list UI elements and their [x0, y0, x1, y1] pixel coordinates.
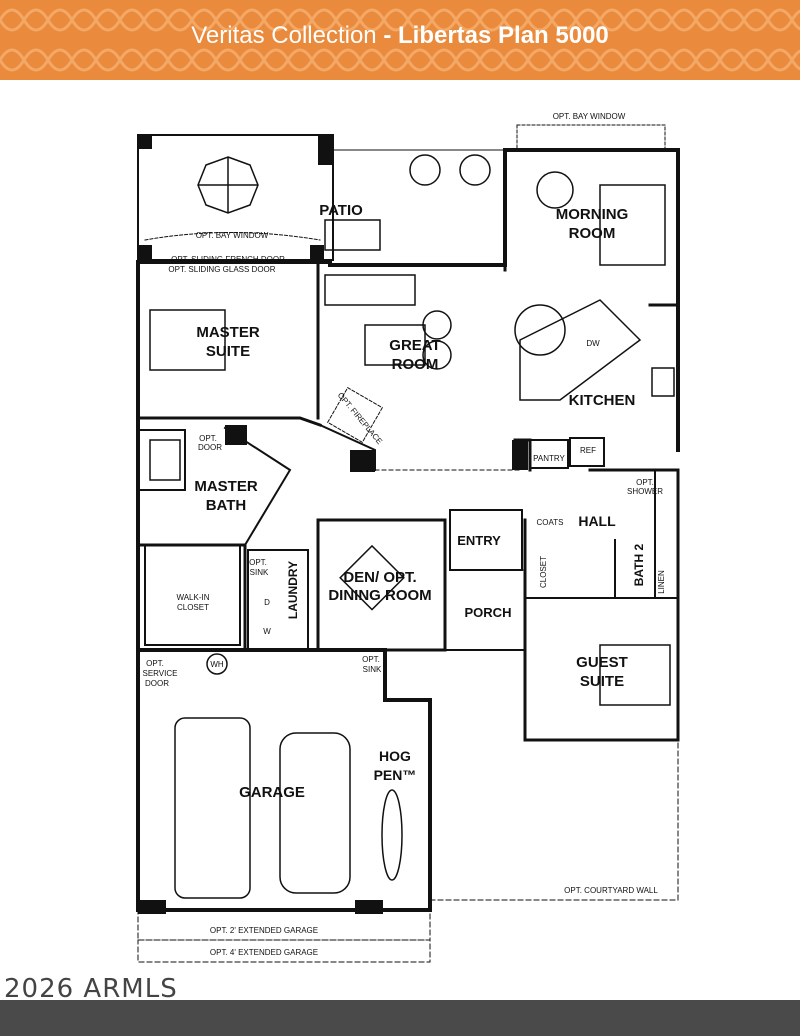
label-master-suite-1: MASTER	[196, 324, 260, 341]
label-walk-in-closet-2: CLOSET	[177, 603, 209, 612]
note-opt-courtyard-wall: OPT. COURTYARD WALL	[564, 886, 658, 895]
label-master-bath-1: MASTER	[194, 478, 258, 495]
note-opt-4-extended-garage: OPT. 4' EXTENDED GARAGE	[210, 948, 318, 957]
note-opt-fireplace: OPT. FIREPLACE	[336, 391, 384, 446]
label-morning-room-1: MORNING	[556, 206, 629, 223]
label-patio: PATIO	[319, 202, 363, 219]
label-great-room-2: ROOM	[392, 356, 439, 373]
truck-icon	[174, 717, 251, 899]
label-den-1: DEN/ OPT.	[343, 569, 416, 586]
guest-suite-walls	[523, 468, 680, 742]
header-banner: Veritas Collection - Libertas Plan 5000	[0, 0, 800, 80]
copyright-watermark: 2026 ARMLS	[4, 974, 178, 1004]
exterior-wall-east	[503, 148, 680, 452]
label-bath2: BATH 2	[632, 543, 646, 586]
note-dw: DW	[586, 339, 600, 348]
exterior-wall-north	[136, 260, 507, 267]
note-opt-service-door-3: DOOR	[145, 679, 169, 688]
note-opt-sink-garage-2: SINK	[363, 665, 382, 674]
label-hall: HALL	[578, 513, 616, 529]
label-hog-pen-2: PEN™	[374, 767, 417, 783]
label-walk-in-closet-1: WALK-IN	[176, 593, 209, 602]
note-opt-door-1: OPT.	[199, 434, 217, 443]
label-guest-suite-1: GUEST	[576, 654, 628, 671]
motorcycle-icon	[381, 789, 403, 881]
label-laundry: LAUNDRY	[286, 561, 300, 619]
car-icon	[279, 732, 351, 894]
label-morning-room-2: ROOM	[569, 225, 616, 242]
note-opt-sliding-french-door: OPT. SLIDING FRENCH DOOR	[171, 255, 285, 264]
note-opt-2-extended-garage: OPT. 2' EXTENDED GARAGE	[210, 926, 318, 935]
note-washer: W	[263, 627, 271, 636]
label-porch: PORCH	[465, 605, 512, 620]
note-opt-bay-window-top: OPT. BAY WINDOW	[553, 112, 626, 121]
note-opt-bay-window-patio: OPT. BAY WINDOW	[196, 231, 269, 240]
note-opt-sink-laundry-2: SINK	[250, 568, 269, 577]
note-opt-shower-2: SHOWER	[627, 487, 663, 496]
note-dryer: D	[264, 598, 270, 607]
collection-name: Veritas Collection	[191, 22, 377, 49]
note-opt-service-door-2: SERVICE	[143, 669, 178, 678]
label-guest-suite-2: SUITE	[580, 673, 624, 690]
note-opt-sink-laundry-1: OPT.	[249, 558, 267, 567]
label-hog-pen-1: HOG	[379, 748, 411, 764]
patio-outline	[137, 134, 334, 261]
label-coats: COATS	[537, 518, 564, 527]
note-opt-sink-garage-1: OPT.	[362, 655, 380, 664]
note-opt-sliding-glass-door: OPT. SLIDING GLASS DOOR	[168, 265, 275, 274]
label-linen: LINEN	[657, 570, 666, 594]
label-master-bath-2: BATH	[206, 497, 247, 514]
label-great-room-1: GREAT	[389, 337, 440, 354]
header-title: Veritas Collection - Libertas Plan 5000	[0, 22, 800, 50]
note-ref: REF	[580, 446, 596, 455]
note-opt-shower-1: OPT.	[636, 478, 654, 487]
label-master-suite-2: SUITE	[206, 343, 250, 360]
label-pantry: PANTRY	[533, 454, 565, 463]
note-opt-door-2: DOOR	[198, 443, 222, 452]
footer-bar	[0, 1000, 800, 1036]
label-closet: CLOSET	[539, 556, 548, 588]
note-wh: WH	[210, 660, 224, 669]
header-pattern	[0, 0, 800, 80]
label-den-2: DINING ROOM	[328, 587, 431, 604]
label-garage: GARAGE	[239, 784, 305, 801]
label-kitchen: KITCHEN	[569, 392, 636, 409]
plan-name: Libertas Plan 5000	[397, 22, 609, 49]
note-opt-service-door-1: OPT.	[146, 659, 164, 668]
title-separator: -	[376, 22, 398, 49]
floor-plan: PATIO MORNING ROOM MASTER SUITE GREAT RO…	[136, 112, 680, 963]
label-entry: ENTRY	[457, 533, 501, 548]
